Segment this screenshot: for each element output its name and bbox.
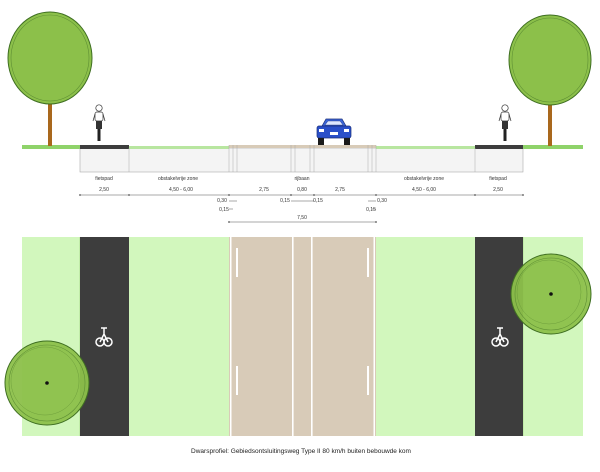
dimension-row-3: 0,15 0,15	[219, 207, 376, 213]
label-rijbaan: rijbaan	[294, 176, 309, 182]
dim-mid-right: 0,15	[313, 198, 323, 204]
tree-crown	[7, 11, 93, 105]
dim-lane-left: 2,75	[259, 187, 269, 193]
dimension-row-1: 2,50 4,50 - 6,00 2,75 0,80 2,75 4,50 - 6…	[79, 187, 524, 196]
dim-fietspad-right: 2,50	[493, 187, 503, 193]
bicycle-icon-left	[95, 327, 113, 347]
roadway-surface	[229, 145, 376, 148]
cyclist-icon-left	[92, 104, 106, 141]
grass-edge-right	[523, 145, 583, 149]
center-line-left	[292, 237, 294, 436]
dim-edge-left: 0,30	[217, 198, 227, 204]
dimension-row-2: 0,30 0,15 0,15 0,30	[217, 198, 387, 204]
edge-line-left	[230, 237, 232, 436]
tree-plan-left	[4, 340, 90, 426]
plan-view	[4, 237, 592, 436]
plan-roadway	[229, 237, 376, 436]
dim-mid-left: 0,15	[280, 198, 290, 204]
dim-total: 7,50	[297, 215, 307, 221]
dim-edge-right: 0,30	[377, 198, 387, 204]
dim-middle: 0,80	[297, 187, 307, 193]
drawing-caption: Dwarsprofiel: Gebiedsontsluitingsweg Typ…	[191, 448, 411, 455]
ground-block	[79, 147, 524, 173]
tree-plan-right	[510, 253, 592, 335]
lane-dashes	[236, 248, 369, 395]
car-icon	[316, 118, 352, 145]
profile-section: fietspad obstakelvrije zone rijbaan obst…	[7, 11, 592, 223]
tree-profile-left	[7, 11, 93, 146]
dimension-total: 7,50	[228, 215, 377, 223]
grass-edge-left	[22, 145, 80, 149]
dim-lane-right: 2,75	[335, 187, 345, 193]
cyclist-icon-right	[498, 104, 512, 141]
dim-obstakel-right: 4,50 - 6,00	[412, 187, 436, 193]
dim-kant-right: 0,15	[366, 207, 376, 213]
bike-path-surface-right	[475, 145, 523, 149]
dim-fietspad-left: 2,50	[99, 187, 109, 193]
tree-trunk	[48, 88, 52, 146]
tree-trunk	[548, 90, 552, 146]
label-obstakelvrije-left: obstakelvrije zone	[158, 176, 198, 182]
center-line-right	[311, 237, 313, 436]
dim-kant-left: 0,15	[219, 207, 229, 213]
tree-crown	[508, 14, 592, 106]
pavement-joints	[128, 145, 476, 172]
label-fietspad-right: fietspad	[489, 176, 507, 182]
verge-surface-left	[129, 146, 229, 149]
bike-path-surface-left	[80, 145, 129, 149]
tree-profile-right	[508, 14, 592, 146]
dim-obstakel-left: 4,50 - 6,00	[169, 187, 193, 193]
edge-line-right	[373, 237, 375, 436]
bicycle-icon-right	[491, 327, 509, 347]
label-obstakelvrije-right: obstakelvrije zone	[404, 176, 444, 182]
label-fietspad-left: fietspad	[95, 176, 113, 182]
verge-surface-right	[376, 146, 475, 149]
